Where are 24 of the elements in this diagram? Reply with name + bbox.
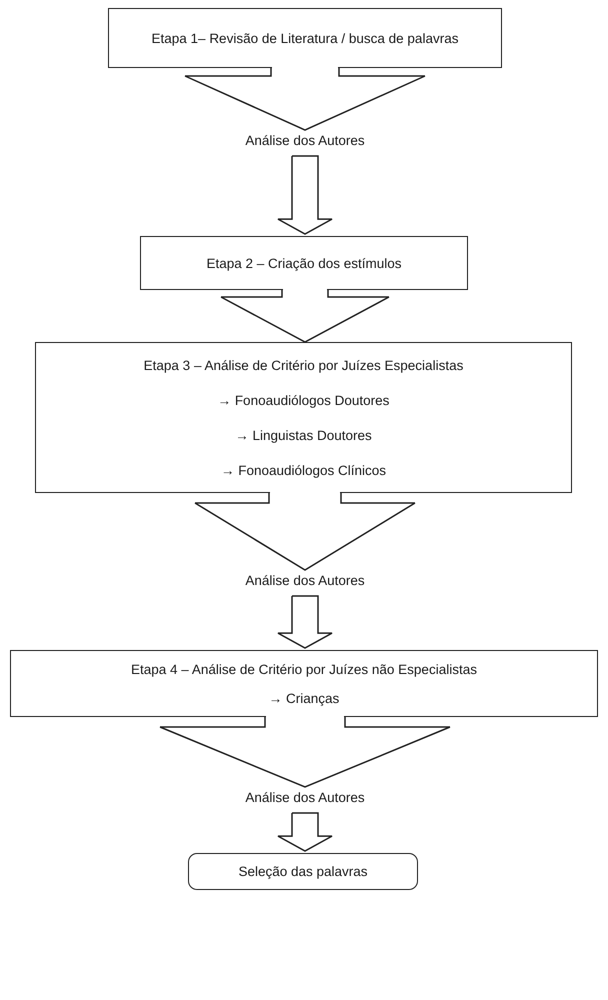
callout-arrow bbox=[159, 716, 451, 788]
list-item: → Fonoaudiólogos Doutores bbox=[218, 392, 390, 408]
step-title: Etapa 1– Revisão de Literatura / busca de palavras bbox=[152, 30, 458, 46]
process-box bbox=[108, 8, 502, 68]
list-item: → Fonoaudiólogos Clínicos bbox=[220, 462, 386, 478]
step-title: Seleção das palavras bbox=[238, 864, 368, 879]
terminal-box bbox=[188, 853, 418, 890]
callout-arrow bbox=[192, 492, 418, 571]
block-arrow bbox=[277, 155, 333, 235]
callout-arrow bbox=[220, 289, 390, 343]
callout-arrow bbox=[184, 67, 426, 131]
flow-label: Análise dos Autores bbox=[230, 130, 380, 150]
step-title: Etapa 3 – Análise de Critério por Juízes Especialistas bbox=[144, 358, 464, 372]
block-arrow bbox=[277, 812, 333, 852]
flow-label: Análise dos Autores bbox=[230, 570, 380, 590]
block-arrow bbox=[277, 595, 333, 649]
step-title: Etapa 4 – Análise de Critério por Juízes não Especialistas bbox=[131, 662, 477, 676]
list-item: → Crianças bbox=[268, 690, 340, 706]
list-item: → Linguistas Doutores bbox=[235, 428, 372, 442]
process-box bbox=[10, 650, 598, 717]
process-box bbox=[35, 342, 572, 493]
process-box bbox=[140, 236, 468, 290]
step-title: Etapa 2 – Criação dos estímulos bbox=[206, 256, 402, 270]
flow-label: Análise dos Autores bbox=[230, 787, 380, 807]
